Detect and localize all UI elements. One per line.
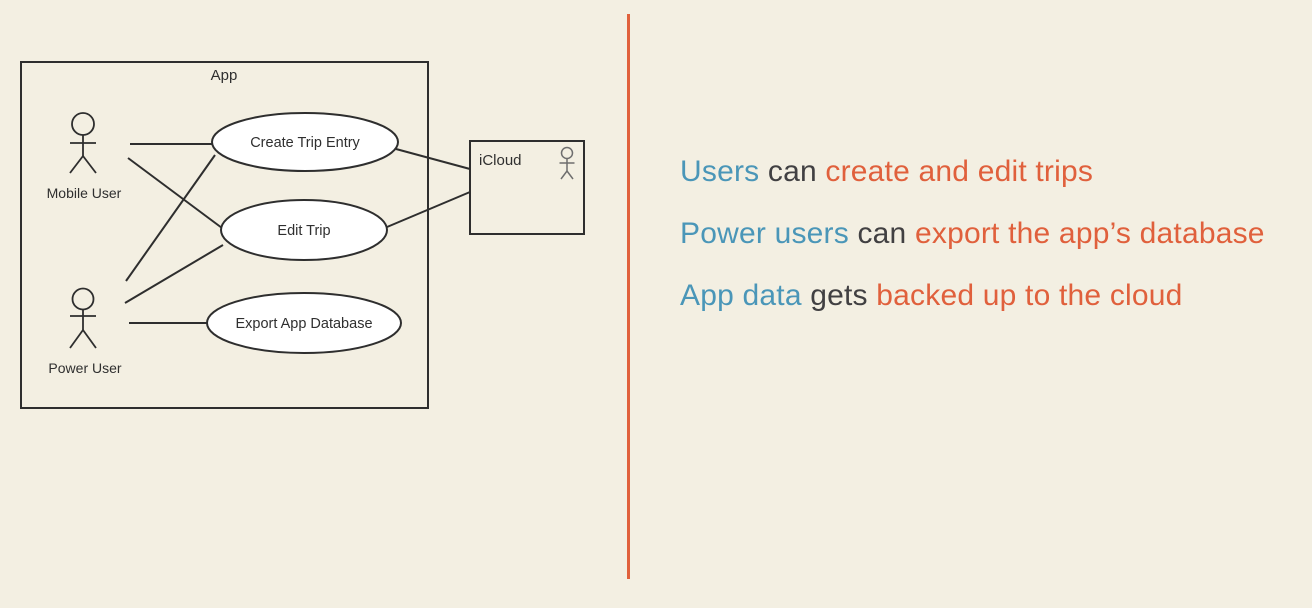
note-segment: can: [848, 217, 915, 250]
actor-mobile-user-label: Mobile User: [47, 185, 122, 201]
note-app-data: App data gets backed up to the cloud: [680, 281, 1265, 311]
note-segment: export the app’s database: [914, 217, 1265, 250]
assoc-mobileuser-edittrip: [127, 157, 223, 229]
use-case-ellipse: [206, 292, 402, 354]
note-users: Users can create and edit trips: [680, 157, 1265, 187]
actor-leg-right: [82, 329, 97, 349]
assoc-createtrip-icloud: [395, 148, 471, 170]
system-boundary-app: App: [20, 61, 429, 409]
note-power-users: Power users can export the app’s databas…: [680, 219, 1265, 249]
icloud-box: [469, 140, 585, 235]
actor-leg-right: [82, 155, 97, 174]
use-case-label: Edit Trip: [277, 223, 330, 239]
system-boundary-label: App: [211, 67, 238, 84]
note-segment: Users: [680, 155, 760, 188]
use-case-label: Export App Database: [235, 316, 372, 332]
icloud-actor-icon: [559, 146, 575, 180]
assoc-poweruser-edittrip: [124, 244, 224, 304]
system-boundary-rect: [20, 61, 429, 409]
assoc-poweruser-createtrip: [125, 154, 216, 282]
note-segment: can: [759, 155, 826, 188]
note-segment: Power users: [680, 217, 849, 250]
actor-mobile-user: Mobile User: [47, 112, 122, 201]
use-case-ellipse: [220, 199, 388, 261]
note-segment: gets: [801, 279, 877, 312]
icloud-label: iCloud: [479, 152, 522, 169]
use-case-edit-trip: Edit Trip: [220, 199, 388, 261]
use-case-create-trip-entry: Create Trip Entry: [211, 112, 399, 172]
notes-panel: Users can create and edit trips Power us…: [680, 157, 1265, 311]
note-segment: backed up to the cloud: [876, 279, 1183, 312]
note-segment: create and edit trips: [825, 155, 1094, 188]
use-case-diagram: App Mobile User Power: [20, 61, 585, 409]
actor-head: [71, 112, 95, 136]
assoc-edittrip-icloud: [386, 191, 471, 228]
use-case-export-app-database: Export App Database: [206, 292, 402, 354]
actor-leg-left: [69, 155, 84, 174]
external-system-icloud: iCloud: [469, 140, 585, 235]
actor-head: [71, 287, 95, 311]
use-case-label: Create Trip Entry: [250, 135, 360, 151]
association-lines: [124, 143, 471, 324]
use-case-ellipse: [211, 112, 399, 172]
actor-leg-left: [69, 329, 84, 349]
actor-power-user: Power User: [48, 287, 122, 376]
note-segment: App data: [680, 279, 802, 312]
divider-line: [627, 14, 630, 579]
actor-power-user-label: Power User: [48, 360, 121, 376]
